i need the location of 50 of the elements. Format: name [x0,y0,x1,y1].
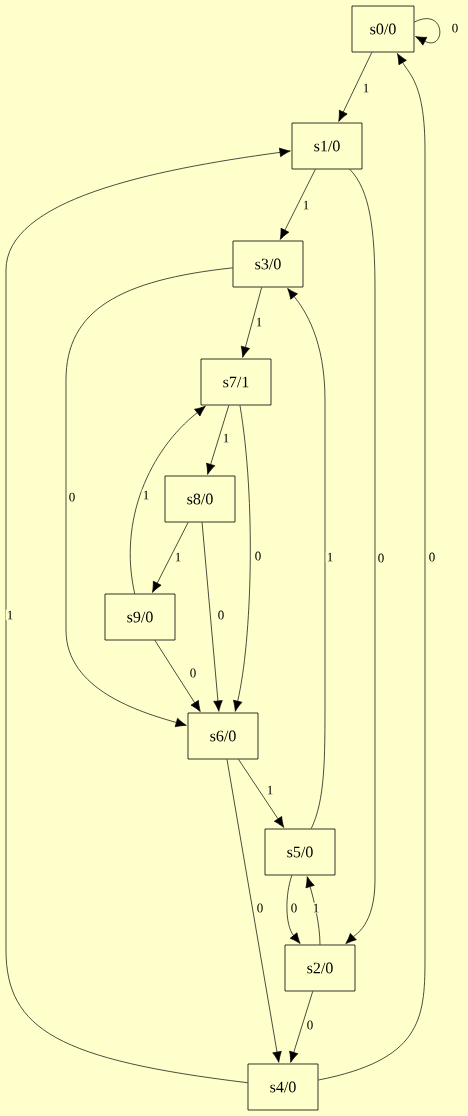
arrow [279,169,316,240]
arrow [154,640,201,712]
state-box: s4/0 [247,1063,319,1111]
edge-label: 0 [255,902,265,914]
arrow [289,991,314,1063]
state-box: s6/0 [187,712,259,760]
state-box: s3/0 [232,240,304,288]
edge-label: 0 [305,1019,315,1031]
edge-label: 1 [265,784,275,796]
arrow [206,405,230,475]
state-box: s0/0 [351,5,415,53]
arrow [238,759,285,828]
arrow [233,405,251,712]
edge-label: 1 [221,432,231,444]
edge-label: 0 [376,552,386,564]
state-box: s2/0 [284,944,356,992]
edge-label: 0 [188,667,198,679]
edge-label: 1 [254,316,264,328]
edge-label: 0 [427,551,437,563]
edge-label: 1 [5,609,15,621]
arrow [318,53,426,1081]
arrow [287,288,326,829]
arrow [305,876,321,945]
state-box: s7/1 [200,358,272,406]
arrow [65,267,233,728]
edge-label: 1 [325,551,335,563]
edge-label: 0 [289,902,299,914]
arrow [5,147,291,1084]
arrow [129,405,206,594]
edge-label: 1 [361,82,371,94]
state-box: s8/0 [164,475,236,523]
arrow [201,522,223,712]
edge-label: 1 [301,199,311,211]
edge-label: 0 [253,550,263,562]
edge-label: 0 [450,22,460,34]
state-box: s9/0 [104,593,176,641]
edge-label: 1 [311,902,321,914]
edge-label: 0 [67,491,77,503]
state-box: s5/0 [264,828,336,876]
edge-label: 1 [141,489,151,501]
arrow [338,52,373,122]
arrow [226,759,282,1063]
arrow [152,522,189,593]
state-box: s1/0 [291,122,363,170]
edge-label: 0 [216,609,226,621]
edge-label: 1 [173,551,183,563]
arrow [414,18,441,46]
arrow [345,169,376,945]
arrow [240,287,262,358]
arrow [286,875,301,944]
